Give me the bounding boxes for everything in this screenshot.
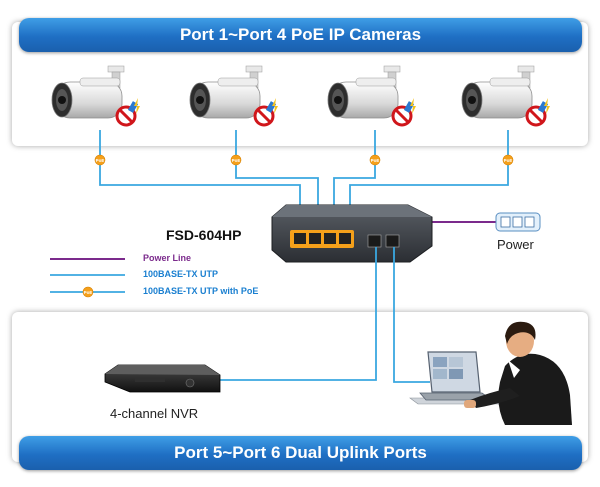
legend-utp-poe-label: 100BASE-TX UTP with PoE [143, 286, 259, 296]
bottom-banner-title: Port 5~Port 6 Dual Uplink Ports [174, 443, 427, 462]
ip-camera-3 [326, 64, 418, 127]
poe-badge-1 [94, 154, 106, 166]
bottom-banner: Port 5~Port 6 Dual Uplink Ports [19, 436, 582, 470]
nvr-device [104, 364, 221, 393]
switch-device [271, 204, 433, 263]
power-label: Power [497, 237, 534, 252]
switch-model-label: FSD-604HP [166, 227, 242, 243]
legend-utp-label: 100BASE-TX UTP [143, 269, 219, 279]
top-banner: Port 1~Port 4 PoE IP Cameras [19, 18, 582, 52]
poe-badge-3 [369, 154, 381, 166]
legend-poe-badge [82, 286, 94, 298]
legend-power-label: Power Line [143, 253, 192, 263]
nvr-label: 4-channel NVR [110, 406, 199, 421]
uplink-cables [220, 247, 430, 383]
power-adapter-icon [495, 212, 541, 232]
ip-camera-1 [50, 64, 142, 127]
ip-camera-4 [460, 64, 552, 127]
ip-camera-2 [188, 64, 280, 127]
top-banner-title: Port 1~Port 4 PoE IP Cameras [179, 25, 422, 44]
person-with-laptop [409, 321, 572, 425]
poe-badge-2 [230, 154, 242, 166]
poe-badge-4 [502, 154, 514, 166]
